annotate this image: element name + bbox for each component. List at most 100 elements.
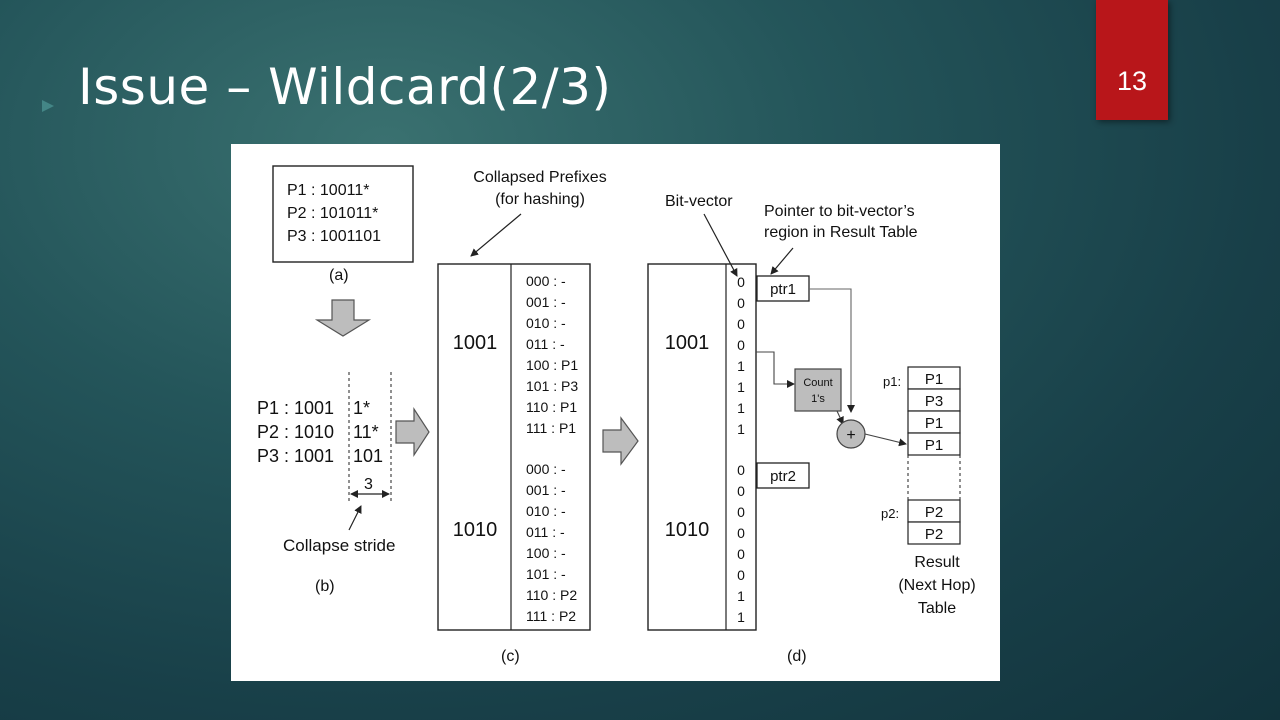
entry: 111 : P2 — [526, 608, 576, 624]
bit: 0 — [737, 483, 745, 499]
pointer-note-line: Pointer to bit-vector’s — [764, 203, 915, 220]
bit: 0 — [737, 274, 745, 290]
bit: 1 — [737, 588, 745, 604]
bit: 0 — [737, 525, 745, 541]
result-cell: P2 — [925, 504, 943, 521]
adder-output-connector — [864, 433, 907, 447]
pointer-label: ptr2 — [770, 468, 796, 485]
bit-vector-table-box — [647, 263, 757, 631]
annotation-line: Collapsed Prefixes — [473, 169, 606, 186]
entry: 100 : - — [526, 545, 566, 561]
bit: 0 — [737, 546, 745, 562]
pointer-label: ptr1 — [770, 281, 796, 298]
block-key: 1001 — [453, 332, 498, 354]
result-caption-line: Table — [918, 600, 956, 617]
prefix-list-box — [272, 165, 414, 263]
result-cell-box — [907, 432, 961, 456]
result-caption-line: (Next Hop) — [898, 577, 975, 594]
bit: 0 — [737, 316, 745, 332]
collapsed-row-left: P3 : 1001 — [257, 446, 334, 466]
bit-vector-arrow — [703, 213, 738, 277]
right-arrow-icon — [395, 406, 430, 458]
prefix-line: P2 : 101011* — [287, 205, 378, 222]
bit: 0 — [737, 337, 745, 353]
entry: 011 : - — [526, 524, 565, 540]
collapsed-row-left: P1 : 1001 — [257, 398, 334, 418]
entry: 010 : - — [526, 315, 566, 331]
bit: 1 — [737, 400, 745, 416]
panel-d-label: (d) — [787, 648, 807, 665]
hash-table-box — [437, 263, 591, 631]
entry: 011 : - — [526, 336, 565, 352]
stride-caption-arrow — [348, 505, 362, 531]
count-box-line: Count — [803, 377, 832, 389]
collapsed-row-right: 1* — [353, 398, 370, 418]
panel-c: Collapsed Prefixes (for hashing) 1001 10… — [437, 169, 639, 665]
slide-title: Issue – Wildcard(2/3) — [78, 58, 612, 116]
panel-d: Bit-vector Pointer to bit-vector’s regio… — [647, 193, 918, 665]
panel-a-label: (a) — [329, 267, 349, 284]
prefix-line: P3 : 1001101 — [287, 228, 381, 245]
right-arrow-icon — [602, 416, 639, 466]
bit: 1 — [737, 421, 745, 437]
annotation-line: (for hashing) — [495, 191, 585, 208]
panel-b-label: (b) — [315, 578, 335, 595]
result-cell: P1 — [925, 371, 943, 388]
collapsed-row-right: 101 — [353, 446, 383, 466]
bit: 0 — [737, 462, 745, 478]
entry: 101 : P3 — [526, 378, 578, 394]
result-cell: P2 — [925, 526, 943, 543]
diagram-canvas: P1 : 10011* P2 : 101011* P3 : 1001101 (a… — [257, 165, 976, 665]
result-group-tag: p2: — [881, 506, 899, 521]
pointer-box — [756, 275, 810, 302]
result-cell: P3 — [925, 393, 943, 410]
entry: 010 : - — [526, 503, 566, 519]
entry: 000 : - — [526, 461, 566, 477]
adder-symbol: + — [846, 427, 855, 444]
result-table: p1: P1 P3 P1 P1 p2: P2 P2 Result (Next H… — [881, 366, 976, 617]
page-number: 13 — [1116, 66, 1148, 96]
entry: 000 : - — [526, 273, 566, 289]
entry: 101 : - — [526, 566, 566, 582]
stride-caption: Collapse stride — [283, 536, 395, 555]
block-key: 1010 — [453, 519, 498, 541]
entry-list: 000 : - 001 : - 010 : - 011 : - 100 : P1… — [526, 273, 578, 624]
prefix-line: P1 : 10011* — [287, 182, 369, 199]
result-cell: P1 — [925, 415, 943, 432]
entry: 001 : - — [526, 294, 566, 310]
pointer-note-arrow — [770, 247, 794, 275]
annotation-arrow — [470, 213, 522, 257]
block-key: 1001 — [665, 332, 710, 354]
bit: 0 — [737, 567, 745, 583]
block-key: 1010 — [665, 519, 710, 541]
entry: 111 : P1 — [526, 420, 576, 436]
count-connector — [836, 410, 844, 425]
panel-b: P1 : 1001 1* P2 : 1010 11* P3 : 1001 101… — [257, 372, 430, 595]
bit: 1 — [737, 358, 745, 374]
down-arrow-icon — [314, 299, 372, 337]
pointer-box — [756, 462, 810, 489]
bit-vector-connector — [756, 351, 795, 388]
bit-list: 0 0 0 0 1 1 1 1 0 0 0 0 0 0 1 1 — [737, 274, 745, 625]
stride-value: 3 — [364, 476, 373, 493]
panel-c-label: (c) — [501, 648, 520, 665]
collapsed-row-left: P2 : 1010 — [257, 422, 334, 442]
panel-a: P1 : 10011* P2 : 101011* P3 : 1001101 (a… — [272, 165, 414, 337]
bit: 0 — [737, 295, 745, 311]
diagram-figure: P1 : 10011* P2 : 101011* P3 : 1001101 (a… — [231, 144, 1000, 681]
bit-vector-label: Bit-vector — [665, 193, 733, 210]
result-caption-line: Result — [914, 554, 960, 571]
entry: 110 : P2 — [526, 587, 577, 603]
bit: 1 — [737, 609, 745, 625]
result-group-tag: p1: — [883, 374, 901, 389]
count-box-line: 1's — [811, 393, 825, 405]
entry: 001 : - — [526, 482, 566, 498]
entry: 110 : P1 — [526, 399, 577, 415]
result-cell: P1 — [925, 437, 943, 454]
bit: 0 — [737, 504, 745, 520]
collapsed-row-right: 11* — [353, 422, 379, 442]
pointer-connector — [809, 288, 855, 413]
pointer-note-line: region in Result Table — [764, 224, 918, 241]
count-ones-box — [794, 368, 842, 412]
